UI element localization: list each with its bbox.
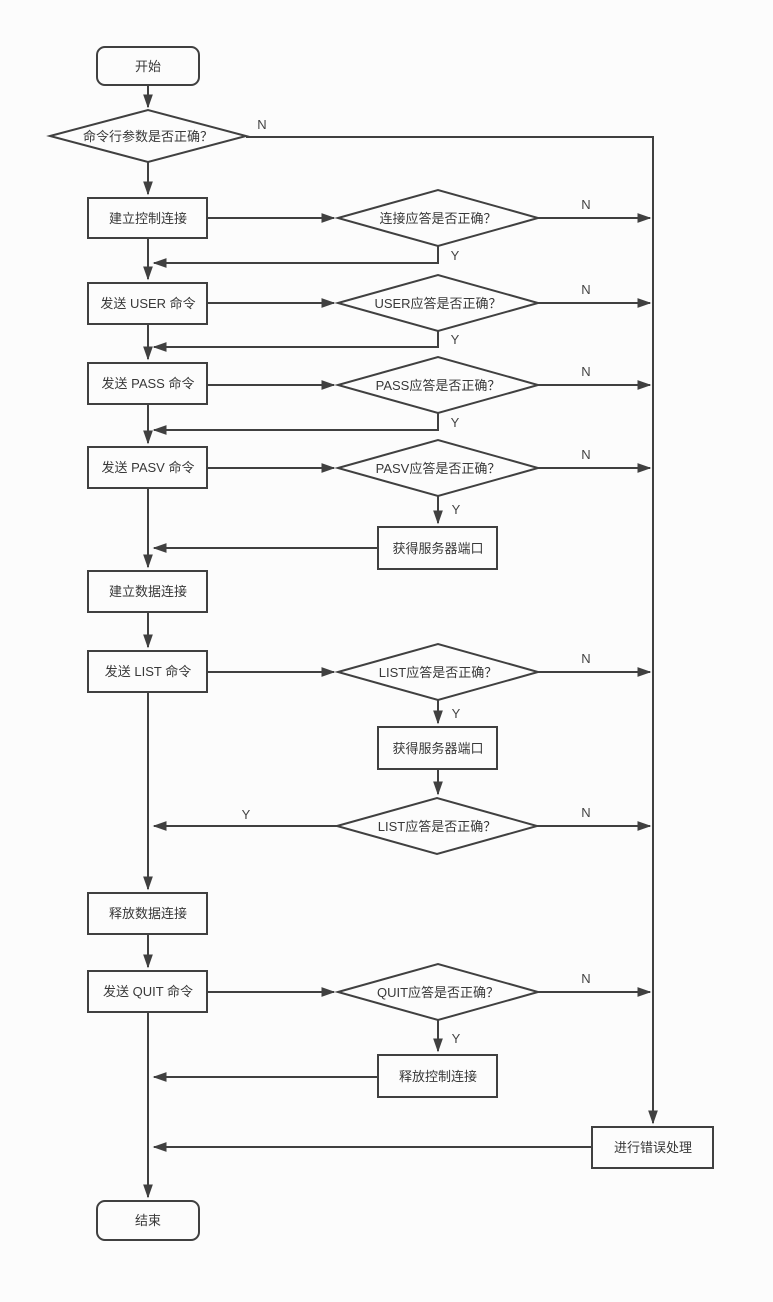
branch-label-no: N — [581, 282, 590, 297]
send-pass-process-shape — [87, 362, 208, 405]
node-start: 开始 — [96, 46, 200, 86]
check-pasv-decision-shape — [334, 438, 542, 498]
node-get-server-port-2: 获得服务器端口 — [377, 726, 498, 770]
node-check-user-reply: USER应答是否正确？ — [334, 273, 542, 333]
establish-control-process-label: 建立控制连接 — [109, 211, 187, 226]
branch-label-yes: Y — [451, 415, 460, 430]
branch-labels: N N N N N N N N Y Y Y Y Y Y Y — [242, 117, 591, 1046]
check-pass-decision-shape — [334, 355, 542, 415]
branch-label-no: N — [257, 117, 266, 132]
branch-label-no: N — [581, 197, 590, 212]
check-list-2-decision-label: LIST应答是否正确？ — [378, 819, 496, 834]
branch-label-no: N — [581, 651, 590, 666]
node-get-server-port-1: 获得服务器端口 — [377, 526, 498, 570]
check-list-1-decision-label: LIST应答是否正确？ — [379, 665, 497, 680]
send-pasv-process-label: 发送 PASV 命令 — [102, 460, 195, 475]
get-server-port-2-process-label: 获得服务器端口 — [392, 741, 483, 756]
send-user-process-shape — [87, 282, 208, 325]
release-control-process-label: 释放控制连接 — [399, 1069, 477, 1084]
node-send-user: 发送 USER 命令 — [87, 282, 208, 325]
send-list-process-label: 发送 LIST 命令 — [105, 664, 191, 679]
node-send-pasv: 发送 PASV 命令 — [87, 446, 208, 489]
check-quit-decision-label: QUIT应答是否正确？ — [377, 985, 499, 1000]
send-pass-process-label: 发送 PASS 命令 — [102, 376, 195, 391]
branch-label-yes: Y — [451, 332, 460, 347]
end-terminal-shape — [96, 1200, 200, 1241]
send-quit-process-shape — [87, 970, 208, 1013]
node-handle-error: 进行错误处理 — [591, 1126, 714, 1169]
send-pasv-process-shape — [87, 446, 208, 489]
check-connect-decision-label: 连接应答是否正确？ — [379, 211, 496, 226]
node-check-args: 命令行参数是否正确？ — [46, 108, 250, 164]
branch-label-yes: Y — [242, 807, 251, 822]
get-server-port-1-process-label: 获得服务器端口 — [392, 541, 483, 556]
node-check-quit-reply: QUIT应答是否正确？ — [334, 962, 542, 1022]
get-server-port-2-process-shape — [377, 726, 498, 770]
branch-label-yes: Y — [452, 502, 461, 517]
release-data-process-shape — [87, 892, 208, 935]
node-send-list: 发送 LIST 命令 — [87, 650, 208, 693]
node-check-list-reply-2: LIST应答是否正确？ — [333, 796, 541, 856]
branch-label-yes: Y — [452, 706, 461, 721]
branch-label-no: N — [581, 447, 590, 462]
node-check-pass-reply: PASS应答是否正确？ — [334, 355, 542, 415]
node-end: 结束 — [96, 1200, 200, 1241]
branch-label-no: N — [581, 971, 590, 986]
node-release-data: 释放数据连接 — [87, 892, 208, 935]
check-pass-decision-label: PASS应答是否正确？ — [376, 378, 501, 393]
node-establish-control: 建立控制连接 — [87, 197, 208, 239]
get-server-port-1-process-shape — [377, 526, 498, 570]
node-send-quit: 发送 QUIT 命令 — [87, 970, 208, 1013]
check-user-decision-shape — [334, 273, 542, 333]
edge-check-user-yes — [152, 331, 439, 352]
node-send-pass: 发送 PASS 命令 — [87, 362, 208, 405]
send-quit-process-label: 发送 QUIT 命令 — [103, 984, 193, 999]
establish-control-process-shape — [87, 197, 208, 239]
node-release-control: 释放控制连接 — [377, 1054, 498, 1098]
start-terminal-label: 开始 — [135, 59, 161, 74]
node-check-pasv-reply: PASV应答是否正确？ — [334, 438, 542, 498]
send-list-process-shape — [87, 650, 208, 693]
edge-check-args-no-to-handle-error — [246, 136, 658, 1125]
check-args-decision-shape — [46, 108, 250, 164]
check-list-2-decision-shape — [333, 796, 541, 856]
check-args-decision-label: 命令行参数是否正确？ — [83, 129, 213, 144]
release-data-process-label: 释放数据连接 — [109, 906, 187, 921]
check-quit-decision-shape — [334, 962, 542, 1022]
check-user-decision-label: USER应答是否正确？ — [374, 296, 501, 311]
edge-check-pass-yes — [152, 413, 439, 435]
node-check-connect-reply: 连接应答是否正确？ — [334, 188, 542, 248]
check-list-1-decision-shape — [334, 642, 542, 702]
branch-label-yes: Y — [451, 248, 460, 263]
send-user-process-label: 发送 USER 命令 — [100, 296, 195, 311]
branch-label-yes: Y — [452, 1031, 461, 1046]
edge-check-connect-yes — [152, 246, 439, 268]
branch-label-no: N — [581, 805, 590, 820]
release-control-process-shape — [377, 1054, 498, 1098]
flowchart-edges — [143, 85, 658, 1199]
establish-data-process-shape — [87, 570, 208, 613]
node-establish-data: 建立数据连接 — [87, 570, 208, 613]
branch-label-no: N — [581, 364, 590, 379]
check-pasv-decision-label: PASV应答是否正确？ — [376, 461, 501, 476]
end-terminal-label: 结束 — [135, 1213, 161, 1228]
handle-error-process-shape — [591, 1126, 714, 1169]
establish-data-process-label: 建立数据连接 — [109, 584, 187, 599]
start-terminal-shape — [96, 46, 200, 86]
check-connect-decision-shape — [334, 188, 542, 248]
handle-error-process-label: 进行错误处理 — [614, 1140, 692, 1155]
node-check-list-reply-1: LIST应答是否正确？ — [334, 642, 542, 702]
